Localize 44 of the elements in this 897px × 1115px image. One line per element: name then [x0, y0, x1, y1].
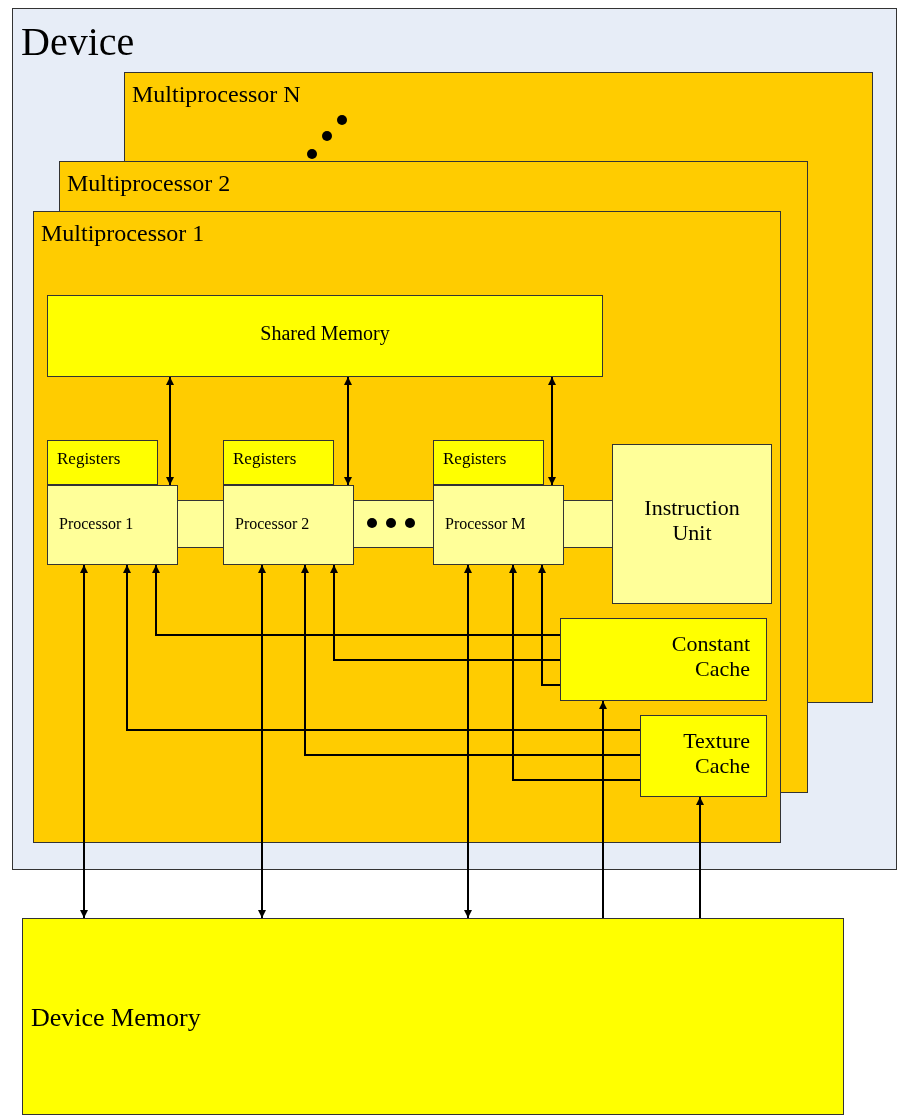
- arrow: [509, 564, 641, 781]
- arrow: [538, 564, 561, 686]
- node-label: Shared Memory: [259, 322, 391, 345]
- memory-box: [47, 295, 603, 377]
- node-label: Instruction Unit: [643, 495, 741, 546]
- arrow: [123, 564, 641, 731]
- device-panel: [12, 8, 897, 870]
- cache-box: [560, 618, 767, 701]
- register-box: [433, 440, 544, 485]
- node-label: Constant Cache: [670, 631, 750, 682]
- node-label: Processor M: [445, 515, 526, 534]
- unit-box: [612, 444, 772, 604]
- node-label: Registers: [233, 449, 297, 469]
- multiprocessor-card: [124, 72, 873, 161]
- arrow: [166, 376, 174, 486]
- arrow: [80, 564, 88, 919]
- arrow: [258, 564, 266, 919]
- arrow: [464, 564, 472, 919]
- node-label: Texture Cache: [682, 728, 750, 779]
- processor-box: [433, 485, 564, 565]
- node-label: Device Memory: [31, 1003, 201, 1033]
- node-label: Multiprocessor 2: [67, 170, 231, 198]
- node-label: Registers: [57, 449, 121, 469]
- node-label: Multiprocessor 1: [41, 220, 205, 248]
- register-box: [223, 440, 334, 485]
- arrow: [344, 376, 352, 486]
- arrow: [301, 564, 641, 756]
- multiprocessor-card: [59, 161, 808, 211]
- node-label: Registers: [443, 449, 507, 469]
- cache-box: [640, 715, 767, 797]
- memory-box: [22, 918, 844, 1115]
- arrow: [548, 376, 556, 486]
- register-box: [47, 440, 158, 485]
- processor-box: [223, 485, 354, 565]
- node-label: Processor 2: [235, 515, 310, 534]
- node-label: Processor 1: [59, 515, 134, 534]
- processor-box: [47, 485, 178, 565]
- multiprocessor-card: [33, 211, 781, 843]
- arrow: [696, 796, 704, 919]
- arrow: [152, 564, 561, 636]
- node-label: Device: [21, 19, 135, 65]
- node-label: Multiprocessor N: [132, 81, 301, 109]
- arrow: [330, 564, 561, 661]
- arrow: [599, 700, 607, 919]
